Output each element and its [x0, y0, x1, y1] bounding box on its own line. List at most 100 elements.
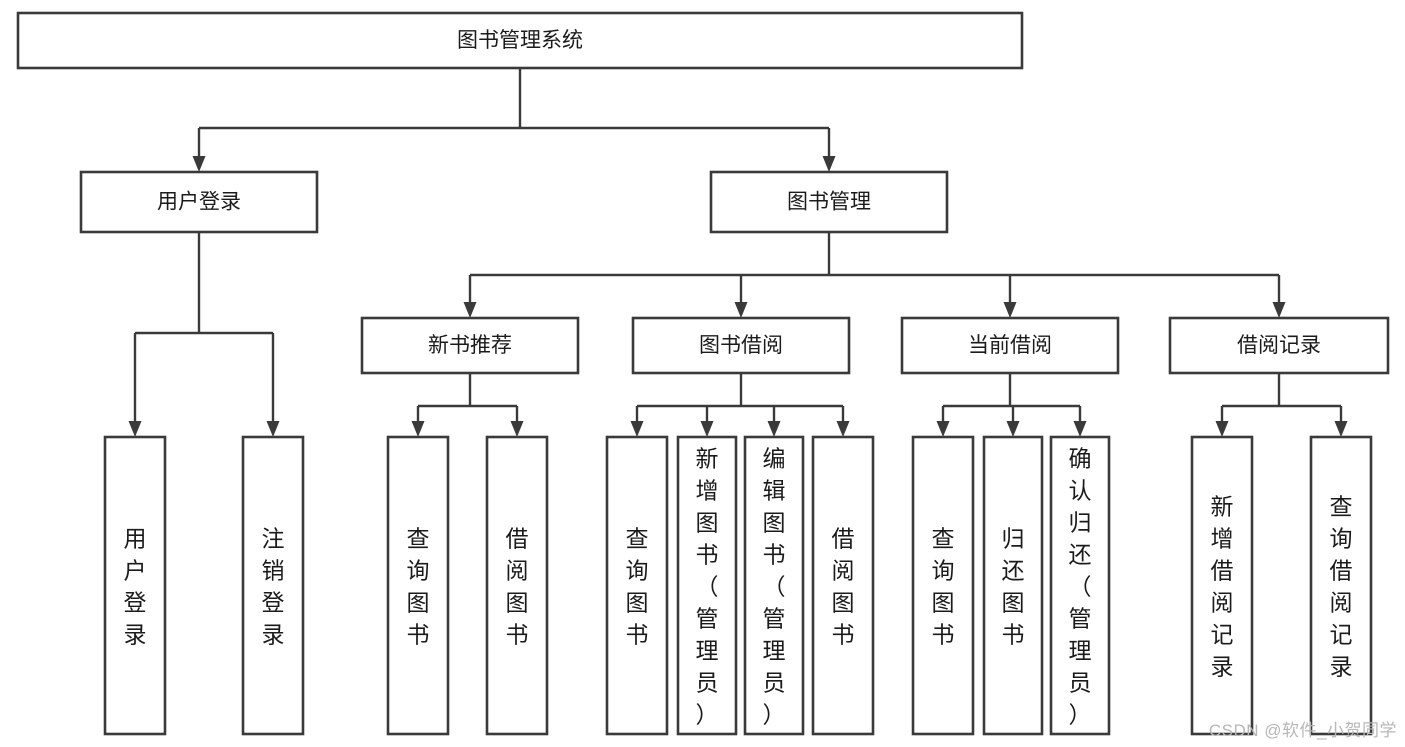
node-label-leaf-return-book-char-3: 书 [1002, 621, 1025, 647]
node-box-leaf-query-book-borrow [605, 435, 669, 736]
node-box-leaf-confirm-return [1049, 435, 1111, 736]
edge-book-borrow-to-leaf-query-book-borrow-arrowhead [630, 421, 644, 437]
node-label-root: 图书管理系统 [457, 29, 583, 52]
node-label-leaf-add-book-char-5: 管 [696, 605, 719, 631]
node-box-leaf-query-book-cur [911, 435, 975, 736]
node-label-leaf-query-book-cur-char-2: 图 [932, 589, 955, 615]
node-label-leaf-add-book-char-3: 书 [696, 541, 719, 567]
node-label-leaf-user-logout-char-1: 销 [262, 557, 285, 583]
node-label-current-borrow: 当前借阅 [968, 334, 1052, 357]
node-label-borrow-record: 借阅记录 [1237, 334, 1321, 357]
node-label-leaf-return-book-char-2: 图 [1002, 589, 1025, 615]
node-book-borrow[interactable]: 图书借阅 [631, 316, 851, 375]
node-label-leaf-edit-book-char-1: 辑 [763, 477, 786, 503]
edge-new-book-rec-to-leaf-query-book-rec-arrowhead [411, 421, 425, 437]
node-box-leaf-edit-book [743, 435, 805, 736]
edge-book-borrow-to-leaf-borrow-book-arrowhead [836, 421, 850, 437]
node-label-leaf-edit-book-char-5: 管 [763, 605, 786, 631]
node-box-current-borrow [900, 316, 1120, 375]
node-label-leaf-confirm-return-char-7: 员 [1069, 669, 1092, 695]
node-label-leaf-user-login-char-2: 登 [124, 589, 147, 615]
node-label-leaf-user-logout-char-2: 登 [262, 589, 285, 615]
node-label-leaf-add-book-char-6: 理 [696, 637, 719, 663]
node-label-leaf-user-login-char-0: 用 [124, 525, 147, 551]
node-label-new-book-rec: 新书推荐 [428, 334, 512, 357]
node-label-leaf-add-book-char-2: 图 [696, 509, 719, 535]
edge-book-borrow-to-leaf-edit-book-arrowhead [767, 421, 781, 437]
node-box-book-manage [709, 170, 949, 234]
node-label-leaf-query-record-char-1: 询 [1330, 525, 1353, 551]
edge-book-manage-to-book-borrow-arrowhead [734, 302, 748, 318]
edge-root-to-user-login-arrowhead [192, 156, 206, 172]
node-label-leaf-query-book-cur-char-3: 书 [932, 621, 955, 647]
node-borrow-record[interactable]: 借阅记录 [1168, 316, 1390, 375]
node-user-login[interactable]: 用户登录 [79, 170, 319, 234]
edge-book-manage-to-borrow-record-arrowhead [1272, 302, 1286, 318]
node-current-borrow[interactable]: 当前借阅 [900, 316, 1120, 375]
node-leaf-user-login[interactable]: 用户登录 [103, 435, 167, 736]
node-label-leaf-borrow-book-char-1: 阅 [832, 557, 855, 583]
node-root[interactable]: 图书管理系统 [16, 11, 1024, 70]
node-label-leaf-edit-book-char-7: 员 [763, 669, 786, 695]
node-label-leaf-add-record-char-4: 记 [1211, 621, 1234, 647]
node-label-leaf-confirm-return-char-5: 管 [1069, 605, 1092, 631]
node-label-leaf-borrow-book-char-0: 借 [832, 525, 855, 551]
node-label-book-borrow: 图书借阅 [699, 334, 783, 357]
node-label-user-login: 用户登录 [157, 191, 241, 214]
edge-current-borrow-to-leaf-confirm-return-arrowhead [1073, 421, 1087, 437]
node-label-leaf-confirm-return-char-8: ） [1069, 701, 1092, 727]
node-label-leaf-confirm-return-char-6: 理 [1069, 637, 1092, 663]
edge-layer [128, 68, 1348, 437]
node-label-leaf-return-book-char-0: 归 [1002, 525, 1025, 551]
node-label-leaf-edit-book-char-2: 图 [763, 509, 786, 535]
node-new-book-rec[interactable]: 新书推荐 [360, 316, 580, 375]
edge-current-borrow-to-leaf-return-book-arrowhead [1006, 421, 1020, 437]
node-label-leaf-query-record-char-3: 阅 [1330, 589, 1353, 615]
node-box-leaf-borrow-book [811, 435, 875, 736]
node-label-leaf-borrow-book-char-2: 图 [832, 589, 855, 615]
node-layer: 图书管理系统用户登录图书管理新书推荐图书借阅当前借阅借阅记录用户登录注销登录查询… [16, 11, 1390, 736]
node-label-leaf-query-book-borrow-char-0: 查 [626, 525, 649, 551]
node-label-leaf-user-login-char-3: 录 [124, 621, 147, 647]
node-label-leaf-query-record-char-0: 查 [1330, 493, 1353, 519]
node-label-leaf-add-record-char-0: 新 [1211, 493, 1234, 519]
node-book-manage[interactable]: 图书管理 [709, 170, 949, 234]
node-label-leaf-query-book-borrow-char-3: 书 [626, 621, 649, 647]
node-box-book-borrow [631, 316, 851, 375]
node-box-leaf-user-login [103, 435, 167, 736]
node-label-leaf-add-book-char-8: ） [696, 701, 719, 727]
edge-borrow-record-to-leaf-add-record-arrowhead [1215, 421, 1229, 437]
node-box-leaf-query-book-rec [386, 435, 450, 736]
node-label-leaf-query-book-rec-char-1: 询 [407, 557, 430, 583]
edge-new-book-rec-to-leaf-borrow-book-rec-arrowhead [510, 421, 524, 437]
node-box-borrow-record [1168, 316, 1390, 375]
node-box-leaf-query-record [1309, 435, 1373, 736]
node-label-leaf-add-record-char-5: 录 [1211, 653, 1234, 679]
edge-root-to-book-manage-arrowhead [822, 156, 836, 172]
node-label-leaf-confirm-return-char-0: 确 [1069, 445, 1092, 471]
node-label-leaf-user-logout-char-3: 录 [262, 621, 285, 647]
node-label-leaf-query-record-char-5: 录 [1330, 653, 1353, 679]
node-box-new-book-rec [360, 316, 580, 375]
node-label-leaf-query-record-char-2: 借 [1330, 557, 1353, 583]
node-box-leaf-add-book [676, 435, 738, 736]
node-box-leaf-add-record [1190, 435, 1254, 736]
node-label-leaf-add-book-char-1: 增 [696, 477, 719, 503]
node-label-leaf-add-book-char-7: 员 [696, 669, 719, 695]
node-label-leaf-confirm-return-char-2: 归 [1069, 509, 1092, 535]
node-label-leaf-borrow-book-char-3: 书 [832, 621, 855, 647]
